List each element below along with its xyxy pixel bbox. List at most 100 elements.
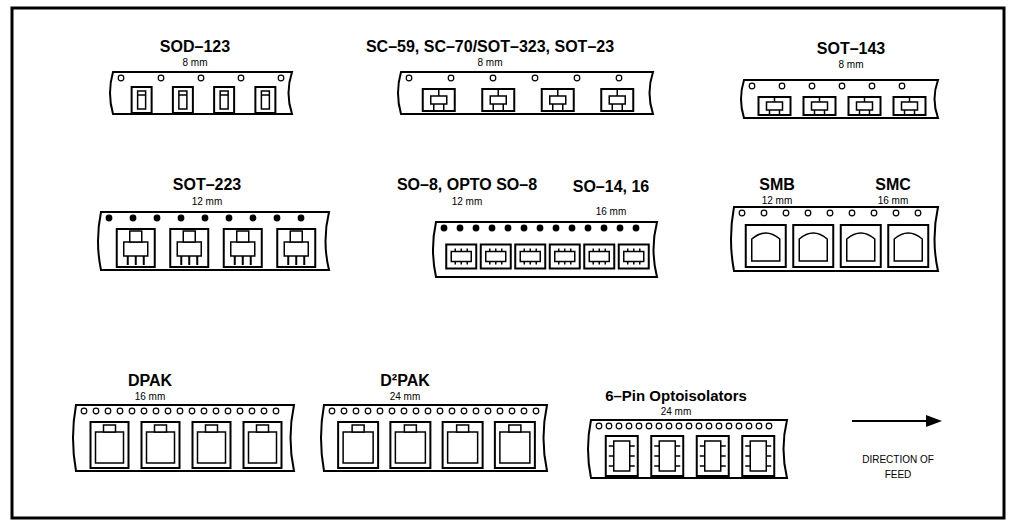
tape-stroke bbox=[812, 102, 828, 110]
tape-stroke bbox=[231, 242, 255, 256]
tape-stroke bbox=[234, 256, 236, 265]
sprocket-hole bbox=[893, 210, 899, 216]
tape-stroke bbox=[750, 441, 766, 471]
tape-pocket bbox=[804, 97, 836, 115]
tape-stroke bbox=[564, 249, 566, 252]
tape-stroke bbox=[609, 96, 625, 104]
sprocket-hole bbox=[413, 408, 419, 414]
tape-pocket bbox=[193, 422, 231, 468]
tape-stroke bbox=[721, 455, 726, 457]
tape-stroke bbox=[609, 455, 614, 457]
feed-direction-label: DIRECTION OF FEED bbox=[853, 452, 943, 482]
tape-stroke bbox=[179, 91, 187, 109]
sprocket-hole bbox=[871, 210, 877, 216]
sprocket-hole bbox=[93, 408, 99, 414]
tape-stroke bbox=[675, 465, 680, 467]
tape-stroke bbox=[766, 455, 771, 457]
sprocket-hole bbox=[633, 225, 639, 231]
sprocket-hole bbox=[274, 215, 280, 221]
tape-stroke bbox=[766, 465, 771, 467]
tape-stroke bbox=[769, 110, 771, 115]
tape-outline bbox=[433, 222, 657, 277]
sprocket-hole bbox=[521, 408, 527, 414]
feed-arrow bbox=[852, 415, 942, 427]
sprocket-hole bbox=[736, 423, 742, 429]
sprocket-hole bbox=[646, 423, 652, 429]
sprocket-hole bbox=[461, 408, 467, 414]
tape-stroke bbox=[448, 432, 478, 463]
sprocket-hole bbox=[656, 423, 662, 429]
sprocket-hole bbox=[756, 423, 762, 429]
sprocket-hole bbox=[202, 215, 208, 221]
tape-stroke bbox=[700, 445, 705, 447]
sprocket-hole bbox=[739, 210, 745, 216]
tape-width: 8 mm bbox=[478, 57, 503, 68]
tape-width: 24 mm bbox=[390, 391, 421, 402]
tape-stroke bbox=[630, 445, 635, 447]
sprocket-hole bbox=[118, 75, 124, 81]
tape-stroke bbox=[555, 252, 575, 262]
sprocket-hole bbox=[676, 423, 682, 429]
tape-stroke bbox=[431, 96, 447, 104]
tape-pocket bbox=[170, 229, 208, 267]
sprocket-hole bbox=[425, 408, 431, 414]
sprocket-hole bbox=[81, 408, 87, 414]
sprocket-hole bbox=[278, 75, 284, 81]
tape-stroke bbox=[654, 455, 659, 457]
package-name: SOD–123 bbox=[160, 38, 230, 56]
tape-stroke bbox=[486, 252, 506, 262]
tape-stroke bbox=[558, 249, 560, 252]
sprocket-hole bbox=[129, 408, 135, 414]
carrier-tape bbox=[98, 212, 329, 270]
sprocket-hole bbox=[899, 83, 905, 89]
tape-stroke bbox=[605, 249, 607, 252]
sprocket-hole bbox=[636, 423, 642, 429]
package-name: SC–59, SC–70/SOT–323, SOT–23 bbox=[366, 38, 614, 56]
tape-pocket bbox=[849, 97, 881, 115]
tape-outline bbox=[741, 80, 938, 118]
tape-pocket bbox=[142, 422, 180, 468]
tape-width: 24 mm bbox=[661, 406, 692, 417]
tape-stroke bbox=[179, 94, 187, 96]
tape-stroke bbox=[593, 249, 595, 252]
tape-width: 16 mm bbox=[878, 195, 909, 206]
tape-outline bbox=[588, 420, 787, 478]
tape-stroke bbox=[343, 432, 373, 463]
tape-stroke bbox=[242, 256, 244, 265]
tape-stroke bbox=[745, 445, 750, 447]
sprocket-hole bbox=[353, 408, 359, 414]
carrier-tape bbox=[731, 207, 938, 271]
sprocket-hole bbox=[766, 423, 772, 429]
tape-stroke bbox=[614, 441, 630, 471]
tape-stroke bbox=[198, 432, 226, 463]
tape-pocket bbox=[277, 229, 315, 267]
tape-stroke bbox=[869, 110, 871, 115]
tape-stroke bbox=[779, 110, 781, 115]
tape-stroke bbox=[633, 249, 635, 252]
sprocket-hole bbox=[521, 225, 527, 231]
tape-width: 16 mm bbox=[135, 391, 166, 402]
tape-pocket bbox=[742, 436, 774, 476]
tape-stroke bbox=[433, 104, 435, 111]
tape-pocket bbox=[759, 97, 791, 115]
sprocket-hole bbox=[505, 225, 511, 231]
tape-pocket bbox=[91, 422, 129, 468]
tape-stroke bbox=[562, 104, 564, 111]
carrier-tape bbox=[110, 72, 292, 114]
carrier-tape bbox=[741, 80, 938, 118]
tape-stroke bbox=[188, 256, 190, 265]
sprocket-hole bbox=[706, 423, 712, 429]
sprocket-hole bbox=[827, 210, 833, 216]
tape-stroke bbox=[766, 445, 771, 447]
tape-stroke bbox=[624, 252, 644, 262]
tape-stroke bbox=[455, 262, 457, 265]
tape-stroke bbox=[700, 455, 705, 457]
tape-stroke bbox=[627, 249, 629, 252]
tape-stroke bbox=[609, 445, 614, 447]
tape-pocket bbox=[793, 225, 833, 267]
tape-stroke bbox=[570, 249, 572, 252]
tape-stroke bbox=[675, 455, 680, 457]
tape-stroke bbox=[257, 425, 269, 432]
sprocket-hole bbox=[779, 83, 785, 89]
tape-pocket bbox=[423, 89, 455, 111]
